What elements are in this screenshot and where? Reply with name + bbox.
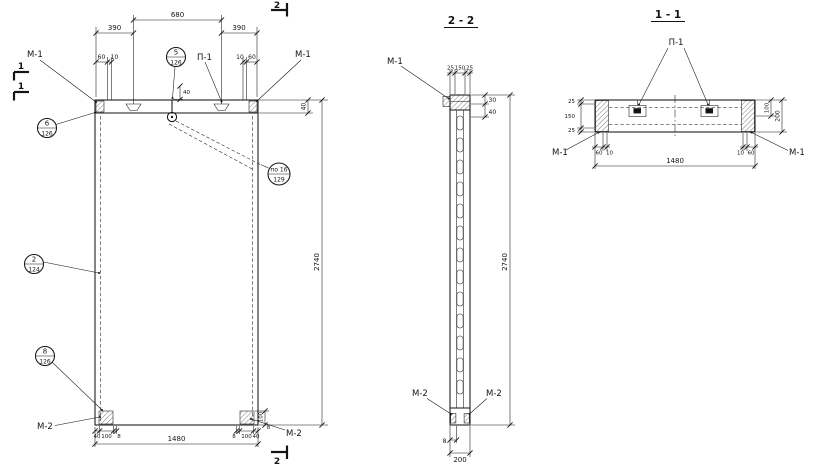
section-2-2-body	[442, 94, 471, 426]
lifting-loop	[166, 111, 178, 123]
callout-5-sheet: 126	[170, 60, 182, 67]
dim-s11-1480: 1480	[666, 157, 684, 165]
callout-5-num: 5	[174, 49, 178, 57]
s22-m2-left-label: М-2	[412, 389, 428, 399]
callout-6-sheet: 126	[41, 131, 53, 138]
elevation-outline	[94, 99, 259, 426]
section-2-2-view: 2 - 2	[387, 15, 515, 464]
callout-16-num: по 16	[270, 167, 287, 174]
dim-band-40: 40	[301, 103, 308, 111]
m2-embed-right	[239, 410, 255, 425]
dim-bl-8: 8	[117, 434, 121, 440]
elevation-section-marks: 2 2 1 1	[12, 1, 289, 467]
elevation-callouts: 5 126 П-1 6 126 по 16 129 2 124	[23, 46, 311, 439]
m1-block-right	[741, 100, 755, 132]
dim-s22-40: 40	[489, 109, 497, 116]
m2-left-label: М-2	[37, 422, 53, 432]
callout-2-sheet: 124	[28, 267, 40, 274]
section-2-2-title: 2 - 2	[448, 15, 474, 27]
section-1-1-labels: П-1 М-1 М-1	[552, 38, 805, 158]
section-1-1-body	[594, 95, 756, 137]
dim-bl-40: 40	[94, 434, 101, 440]
s22-m2-right-label: М-2	[486, 389, 502, 399]
dim-br-8: 8	[232, 434, 236, 440]
section-mark-1-lower: 1	[18, 82, 24, 92]
dim-loop-40: 40	[183, 90, 190, 96]
dim-top-right: 390	[232, 24, 245, 32]
dim-br-40: 40	[253, 434, 260, 440]
section-1-1-view: 1 - 1 П-1 М-1 М-1	[552, 9, 805, 170]
m1-embed-left	[95, 100, 105, 113]
dim-tl-10: 10	[111, 54, 119, 61]
m2-right-label: М-2	[286, 429, 302, 439]
dim-s22-150: 150	[455, 66, 466, 72]
s11-m1-right-label: М-1	[789, 148, 805, 158]
dim-s22-30: 30	[489, 97, 497, 104]
elevation-hidden-lines	[100, 116, 262, 421]
section-mark-2-top: 2	[274, 1, 280, 11]
callout-6-num: 6	[45, 120, 50, 128]
section-1-1-title: 1 - 1	[655, 9, 681, 21]
dim-s11-25b: 25	[568, 128, 575, 134]
dim-s22-8: 8	[443, 438, 447, 445]
dim-s11-200: 200	[775, 110, 782, 122]
m2-embed-foot-left	[450, 413, 457, 424]
dim-s22-25l: 25	[447, 66, 454, 72]
panel-outline	[94, 99, 259, 426]
dim-s11-10r: 10	[737, 151, 744, 157]
dim-top-left: 390	[108, 24, 121, 32]
dim-s11-25t: 25	[568, 99, 575, 105]
dim-top-total: 680	[171, 11, 184, 19]
section-2-2-labels: М-1 М-2 М-2	[387, 57, 502, 415]
p1-embed-right	[213, 103, 230, 111]
elevation-dimensions: 680 390 390 60 10 10 60 40 40 2740	[91, 11, 328, 448]
m1-embed-right	[248, 100, 258, 113]
dim-s11-60r: 60	[748, 151, 755, 157]
hollow-cores	[456, 115, 464, 395]
section-1-1-dimensions: 25 150 25 100 200 60 10 10 60	[565, 96, 787, 170]
elevation-view: 680 390 390 60 10 10 60 40 40 2740	[12, 1, 328, 467]
dim-s22-200: 200	[453, 456, 466, 464]
dim-s22-25r: 25	[466, 66, 473, 72]
callout-8-sheet: 126	[39, 359, 51, 366]
elevation-embeds	[95, 100, 258, 425]
s11-p1-label: П-1	[669, 38, 684, 48]
s22-m1-label: М-1	[387, 57, 403, 67]
dim-edge-8: 8	[267, 425, 271, 431]
m1-embed-cap	[442, 96, 451, 107]
dim-tr-60: 60	[248, 54, 256, 61]
m2-embed-foot-right	[463, 413, 470, 424]
section-mark-1-upper: 1	[18, 62, 24, 72]
callout-16-sheet: 129	[273, 177, 285, 184]
dim-bl-100: 100	[101, 434, 112, 440]
dim-s11-100: 100	[765, 102, 771, 113]
dim-s22-2740: 2740	[501, 253, 509, 271]
s11-m1-left-label: М-1	[552, 148, 568, 158]
dim-tl-60: 60	[98, 54, 106, 61]
dim-br-100: 100	[241, 434, 252, 440]
dim-height-2740: 2740	[313, 253, 321, 271]
p1-label: П-1	[197, 53, 212, 63]
dim-s11-60l: 60	[596, 151, 603, 157]
section-2-2-dimensions: 25 150 25 30 40 2740 8 200	[443, 66, 515, 464]
dim-s11-10l: 10	[606, 151, 613, 157]
dim-tr-10: 10	[236, 54, 244, 61]
dim-s11-150: 150	[565, 114, 576, 120]
callout-2-num: 2	[32, 256, 36, 264]
m1-block-left	[595, 100, 609, 132]
section-mark-2-bottom: 2	[274, 457, 280, 467]
p1-embed-left	[125, 103, 142, 111]
m1-left-label: М-1	[27, 50, 43, 60]
m1-right-label: М-1	[295, 50, 311, 60]
callout-8-num: 8	[43, 348, 47, 356]
m2-embed-left	[98, 410, 114, 425]
dim-edge-100: 100	[259, 411, 265, 422]
dim-width-1480: 1480	[168, 435, 186, 443]
